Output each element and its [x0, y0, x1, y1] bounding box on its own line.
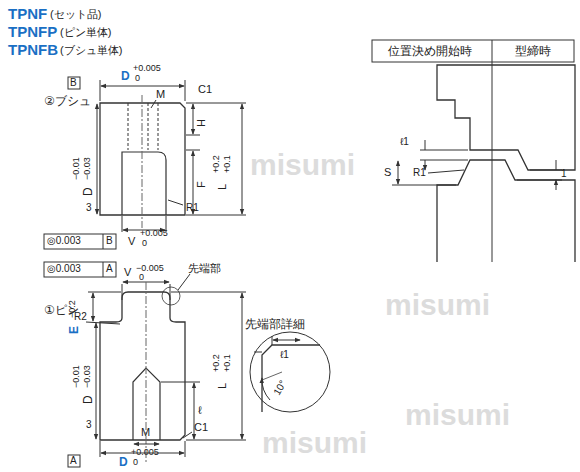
- product-code: TPNFB: [8, 42, 58, 57]
- datum-letter: A: [70, 456, 77, 466]
- dimension-label: 3: [86, 203, 92, 213]
- datum-letter: A: [106, 264, 113, 274]
- radius-label: R1: [413, 168, 426, 178]
- product-note: (ブシュ単体): [60, 45, 122, 56]
- tolerance: +0.005: [133, 64, 161, 73]
- tolerance: −0.03: [83, 157, 92, 180]
- tolerance: 0: [135, 74, 140, 83]
- dimension-label: ℓ: [198, 405, 202, 416]
- tolerance-frame: ◎0.003: [47, 264, 81, 274]
- dimension-label: V: [128, 236, 135, 247]
- tolerance: +0.2: [212, 354, 221, 372]
- chamfer-label: C1: [194, 422, 208, 433]
- watermark: misumi: [385, 290, 490, 320]
- thread-label: M: [156, 89, 165, 100]
- dimension-label: F: [196, 181, 207, 188]
- radius-label: R1: [186, 203, 199, 213]
- watermark: misumi: [262, 428, 367, 458]
- part-name: ②ブシュ: [44, 95, 91, 107]
- tolerance: +0.005: [140, 229, 168, 238]
- dimension-label: V: [124, 267, 131, 278]
- tolerance: −0.01: [72, 365, 81, 388]
- watermark: misumi: [405, 400, 510, 430]
- tolerance: +0.1: [223, 354, 232, 372]
- dimension-label: D: [82, 187, 94, 196]
- product-note: (ピン単体): [60, 27, 111, 38]
- datum-letter: B: [106, 236, 113, 246]
- tolerance: 0: [139, 273, 144, 282]
- product-code: TPNFP: [8, 24, 57, 39]
- dimension-label: 1: [561, 169, 567, 179]
- watermark: misumi: [250, 150, 355, 180]
- chamfer-label: C1: [198, 84, 212, 95]
- dimension-label: 3: [86, 420, 92, 430]
- tolerance: 0: [133, 458, 138, 467]
- thread-label: M: [141, 427, 150, 438]
- datum-letter: B: [70, 78, 77, 88]
- dimension-label: H: [196, 119, 207, 127]
- tolerance: +0.1: [223, 155, 232, 173]
- tolerance: −0.005: [136, 264, 164, 273]
- detail-title: 先端部詳細: [245, 318, 305, 330]
- column-header: 位置決め開始時: [388, 45, 472, 57]
- dimension-label: D: [121, 70, 130, 82]
- tolerance: −0.01: [72, 157, 81, 180]
- product-code: TPNF: [8, 6, 47, 21]
- tolerance: +0.005: [131, 448, 159, 457]
- product-note: (セット品): [50, 9, 101, 20]
- tolerance: −0.03: [83, 365, 92, 388]
- dimension-label: L: [217, 184, 228, 190]
- dimension-label: D: [119, 456, 128, 468]
- angle-label: 10°: [272, 379, 288, 397]
- tolerance: −0.2: [68, 300, 77, 318]
- column-header: 型締時: [515, 45, 551, 57]
- tolerance: 0: [142, 239, 147, 248]
- callout-label: 先端部: [188, 263, 221, 274]
- dimension-label: ℓ1: [400, 137, 409, 147]
- tolerance-frame: ◎0.003: [47, 236, 81, 246]
- dimension-label: S: [384, 167, 391, 178]
- dimension-label: L: [217, 383, 228, 389]
- dimension-label: ℓ1: [280, 350, 289, 360]
- tolerance: +0.2: [212, 155, 221, 173]
- dimension-label: D: [82, 395, 94, 404]
- dimension-label: E: [68, 326, 80, 334]
